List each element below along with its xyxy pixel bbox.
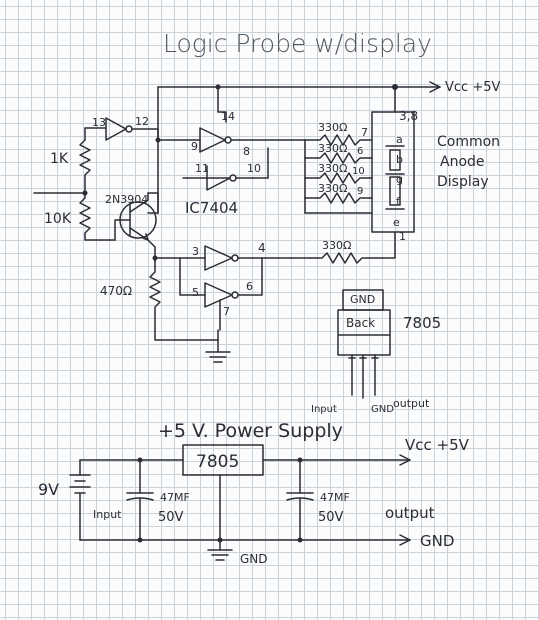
inverter-11-10 — [182, 147, 269, 191]
segment-e: e — [393, 216, 400, 229]
pin-6: 6 — [246, 280, 253, 293]
probe-input-network — [33, 127, 116, 241]
power-supply-title: +5 V. Power Supply — [158, 420, 343, 442]
pin-14: 14 — [221, 110, 235, 123]
pin-12: 12 — [135, 115, 149, 128]
cap-left-value: 47MF — [160, 491, 190, 504]
power-supply-regulator-label: 7805 — [196, 452, 239, 472]
package-pin-output: output — [393, 397, 430, 410]
inverter-9-8 — [199, 127, 306, 153]
power-output-label: output — [385, 504, 435, 522]
resistor-pin-9: 9 — [357, 186, 363, 197]
resistor-pin-7: 7 — [361, 126, 368, 139]
segment-g: g — [396, 173, 403, 186]
resistor-pin-1: 1 — [399, 230, 406, 243]
inverter-5-6 — [204, 257, 263, 331]
package-gnd-tab: GND — [350, 293, 375, 306]
resistor-470-label: 470Ω — [100, 284, 132, 298]
cap-left-voltage: 50V — [158, 510, 184, 525]
transistor-2n3904 — [114, 192, 159, 263]
resistor-b-label: 330Ω — [318, 142, 347, 155]
display-pin-3-8: 3,8 — [399, 109, 418, 123]
inverter-3-4 — [154, 245, 311, 296]
cap-right-voltage: 50V — [318, 510, 344, 525]
segment-a: a — [396, 133, 403, 146]
package-name-label: 7805 — [403, 314, 441, 332]
display-label-line-3: Display — [437, 174, 489, 190]
display-label-line-2: Anode — [440, 154, 485, 170]
pin-13: 13 — [92, 116, 106, 129]
transistor-label: 2N3904 — [105, 193, 148, 206]
ic-7404-label: IC7404 — [185, 199, 238, 217]
pin-11: 11 — [195, 162, 209, 175]
emitter-resistor-470 — [149, 257, 231, 363]
resistor-pin-10: 10 — [352, 166, 365, 177]
pin-3: 3 — [192, 245, 199, 258]
regulator-package-7805 — [337, 289, 391, 399]
cap-right-value: 47MF — [320, 491, 350, 504]
power-input-label: Input — [93, 508, 122, 521]
resistor-f-label: 330Ω — [318, 182, 347, 195]
resistor-pin-6: 6 — [357, 146, 363, 157]
diagram-title: Logic Probe w/display — [163, 29, 432, 58]
power-supply-circuit — [69, 444, 411, 561]
resistor-10k-label: 10K — [44, 211, 72, 227]
segment-b: b — [396, 153, 403, 166]
probe-vcc-label: Vcc +5V — [445, 80, 500, 95]
pin-7: 7 — [223, 305, 230, 318]
display-label-line-1: Common — [437, 134, 500, 150]
pin-10: 10 — [247, 162, 261, 175]
resistor-g-label: 330Ω — [318, 162, 347, 175]
pin-4: 4 — [258, 241, 266, 255]
power-gnd-bottom-label: GND — [240, 552, 268, 566]
resistor-e-label: 330Ω — [322, 239, 351, 252]
resistor-1k-label: 1K — [50, 151, 69, 167]
package-back-label: Back — [346, 316, 375, 330]
seven-segment-display — [371, 111, 415, 233]
display-resistor-bank — [304, 134, 396, 264]
package-pin-input: Input — [311, 404, 337, 415]
pin-5: 5 — [192, 286, 199, 299]
package-pin-gnd: GND — [371, 404, 394, 415]
power-vcc-label: Vcc +5V — [405, 436, 470, 454]
pin-9: 9 — [191, 140, 198, 153]
power-gnd-right-label: GND — [420, 532, 454, 550]
pin-8: 8 — [243, 145, 250, 158]
inverter-13-12 — [105, 117, 159, 141]
resistor-a-label: 330Ω — [318, 121, 347, 134]
segment-f: f — [396, 195, 401, 208]
battery-label: 9V — [38, 480, 59, 499]
